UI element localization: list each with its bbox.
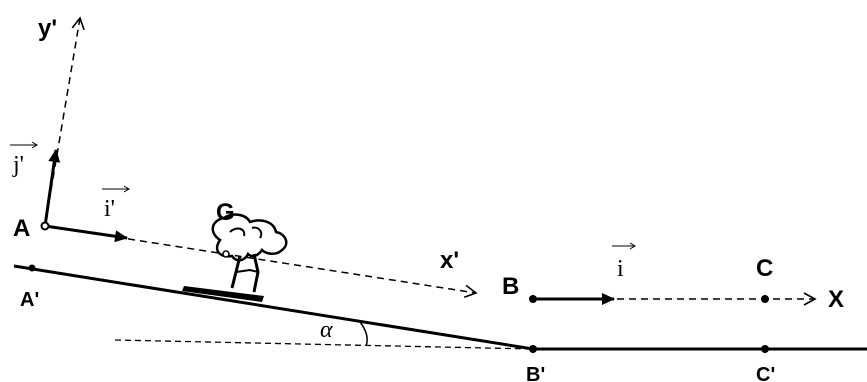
point-A-dot [40,221,50,231]
point-C-dot [761,295,769,303]
label-vector-i: i [617,256,624,282]
label-B: B [502,273,519,300]
label-alpha: α [320,317,333,343]
point-C-prime-dot [761,345,769,353]
vector-i-prime [44,224,128,243]
label-G: G [216,199,235,226]
label-A-prime: A' [20,289,39,311]
label-C-prime: C' [756,364,775,382]
label-B-prime: B' [526,364,545,382]
vector-j-prime [43,149,61,227]
point-B-dot [529,295,537,303]
point-A-prime-dot [28,264,36,272]
label-A: A [13,215,30,242]
angle-alpha-arc [359,321,368,347]
label-vector-j-prime: j' [12,152,24,178]
skier-figure [182,213,288,302]
label-X: X [828,286,844,313]
label-x-prime: x' [440,247,459,274]
point-G-dot [222,250,230,258]
label-C: C [756,255,773,282]
label-y-prime: y' [38,15,57,42]
label-vector-i-prime: i' [104,196,115,222]
incline-surface [13,264,534,351]
point-B-prime-dot [529,345,537,353]
